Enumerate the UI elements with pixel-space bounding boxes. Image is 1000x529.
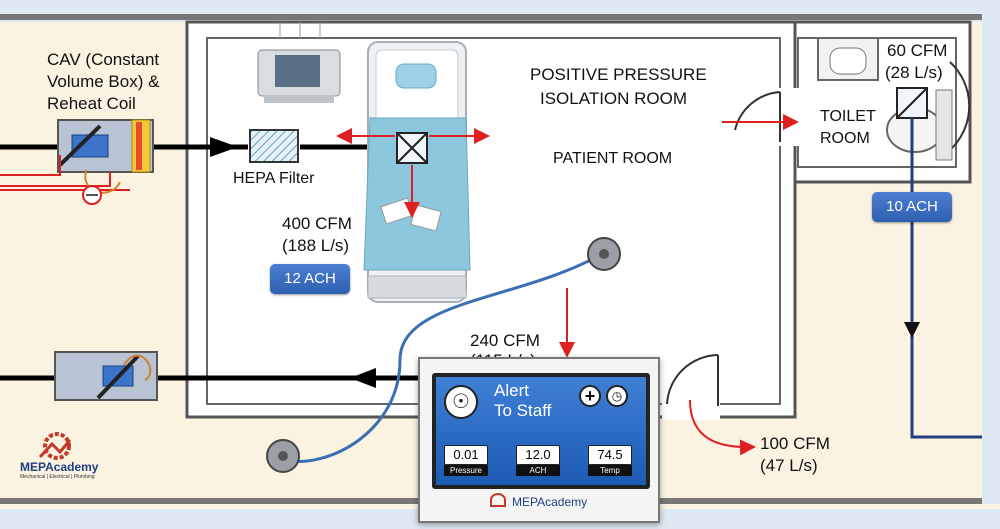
- toilet-cfm: 60 CFM: [887, 41, 948, 60]
- pressure-caption: Pressure: [444, 465, 488, 476]
- door-ls: (47 L/s): [760, 456, 818, 475]
- ach-value: 12.0: [516, 445, 560, 465]
- logo-name: MEPAcademy: [20, 460, 99, 474]
- room-title-line1: POSITIVE PRESSURE: [530, 65, 707, 84]
- toilet-label-line1: TOILET: [820, 108, 876, 125]
- cav-label-line1: CAV (Constant: [47, 50, 160, 69]
- pressure-readout: 0.01 Pressure: [444, 445, 488, 476]
- logo-tagline: Mechanical | Electrical | Plumbing: [20, 474, 95, 480]
- ach-caption: ACH: [516, 465, 560, 476]
- cav-box: [57, 119, 154, 173]
- monitor-brand: MEPAcademy: [512, 495, 588, 509]
- return-cfm: 240 CFM: [470, 331, 540, 350]
- plus-icon[interactable]: +: [579, 385, 601, 407]
- hepa-label: HEPA Filter: [233, 170, 315, 187]
- patient-bed-icon: [363, 41, 471, 303]
- temp-readout: 74.5 Temp: [588, 445, 632, 476]
- room-title-line2: ISOLATION ROOM: [540, 89, 688, 108]
- toilet-ach-badge: 10 ACH: [872, 192, 952, 222]
- patient-room-label: PATIENT ROOM: [553, 150, 673, 167]
- door-cfm: 100 CFM: [760, 434, 830, 453]
- supply-ls: (188 L/s): [282, 236, 350, 255]
- pressure-value: 0.01: [444, 445, 488, 465]
- sink-icon: [817, 37, 879, 81]
- room-ach-badge: 12 ACH: [270, 264, 350, 294]
- return-ls: (115 L/s): [470, 350, 536, 358]
- nurse-icon: ☉: [444, 385, 478, 419]
- monitor-screen: ☉ Alert To Staff + ◷ 0.01 Pressure 12.0 …: [432, 373, 650, 489]
- temp-value: 74.5: [588, 445, 632, 465]
- room-pressure-monitor: ☉ Alert To Staff + ◷ 0.01 Pressure 12.0 …: [418, 357, 660, 523]
- vitals-monitor-icon: [257, 49, 341, 103]
- monitor-brand-logo-icon: [490, 493, 506, 507]
- cav-label-line2: Volume Box) &: [47, 72, 160, 91]
- return-vav-box: [54, 351, 158, 401]
- gear-logo-icon: [38, 432, 72, 460]
- ach-readout: 12.0 ACH: [516, 445, 560, 476]
- toilet-ls: (28 L/s): [885, 63, 943, 82]
- supply-cfm: 400 CFM: [282, 214, 352, 233]
- cav-label-line3: Reheat Coil: [47, 94, 136, 113]
- alert-line2: To Staff: [494, 401, 552, 420]
- alert-line1: Alert: [494, 381, 529, 400]
- alarm-clock-icon[interactable]: ◷: [606, 385, 628, 407]
- temp-caption: Temp: [588, 465, 632, 476]
- hepa-filter-icon: [249, 129, 299, 163]
- diffuser-icon: [396, 132, 428, 164]
- exhaust-grille-icon: [896, 87, 928, 119]
- toilet-label-line2: ROOM: [820, 130, 870, 147]
